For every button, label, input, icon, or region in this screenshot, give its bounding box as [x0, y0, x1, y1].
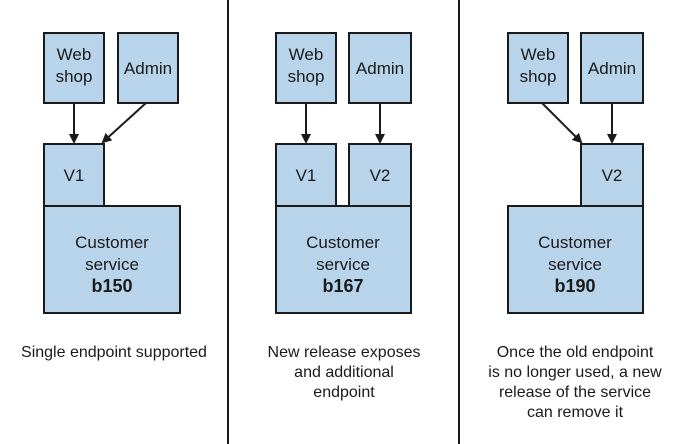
web-shop-box	[43, 32, 105, 104]
arrow-webshop-to-v2	[541, 102, 583, 144]
web-shop-label-line-1: Web	[57, 45, 92, 64]
admin-label: Admin	[588, 59, 636, 78]
build-label: b167	[322, 276, 363, 296]
endpoint-v1-box	[43, 143, 105, 207]
build-label: b150	[91, 276, 132, 296]
panel-3: Web shop Admin V2 Customer service b190 …	[488, 32, 662, 421]
endpoint-v2-label: V2	[602, 166, 623, 185]
caption-line-1: Once the old endpoint	[497, 344, 654, 361]
customer-service-box	[507, 205, 644, 314]
admin-label: Admin	[124, 59, 172, 78]
web-shop-label-line-2: shop	[56, 67, 93, 86]
service-label-line-2: service	[548, 255, 602, 274]
service-label-line-2: service	[316, 255, 370, 274]
caption-line-3: release of the service	[499, 384, 651, 401]
customer-service-box	[43, 205, 181, 314]
endpoint-v2-box	[348, 143, 412, 207]
endpoint-v1-label: V1	[296, 166, 317, 185]
service-label-line-1: Customer	[75, 233, 149, 252]
customer-service-box	[275, 205, 412, 314]
service-label-line-1: Customer	[538, 233, 612, 252]
endpoint-v2-box	[580, 143, 644, 207]
caption-line-2: and additional	[294, 364, 394, 381]
endpoint-v1-box	[275, 143, 337, 207]
caption-line-1: New release exposes	[268, 344, 421, 361]
web-shop-label-line-1: Web	[289, 45, 324, 64]
admin-box	[117, 32, 179, 104]
build-label: b190	[554, 276, 595, 296]
web-shop-label-line-1: Web	[521, 45, 556, 64]
endpoint-v1-label: V1	[64, 166, 85, 185]
service-label-line-2: service	[85, 255, 139, 274]
web-shop-label-line-2: shop	[520, 67, 557, 86]
service-label-line-1: Customer	[306, 233, 380, 252]
caption-line-4: can remove it	[527, 404, 624, 421]
caption-line-2: is no longer used, a new	[488, 364, 662, 381]
endpoint-v2-label: V2	[370, 166, 391, 185]
caption-line-1: Single endpoint supported	[21, 344, 207, 361]
panel-1: Web shop Admin V1 Customer service b150 …	[21, 32, 207, 361]
arrow-admin-to-v1	[101, 102, 147, 144]
admin-label: Admin	[356, 59, 404, 78]
panel-2: Web shop Admin V1 V2 Customer service b1…	[268, 32, 421, 401]
web-shop-box	[507, 32, 569, 104]
admin-box	[580, 32, 644, 104]
web-shop-label-line-2: shop	[288, 67, 325, 86]
caption-line-3: endpoint	[313, 384, 375, 401]
